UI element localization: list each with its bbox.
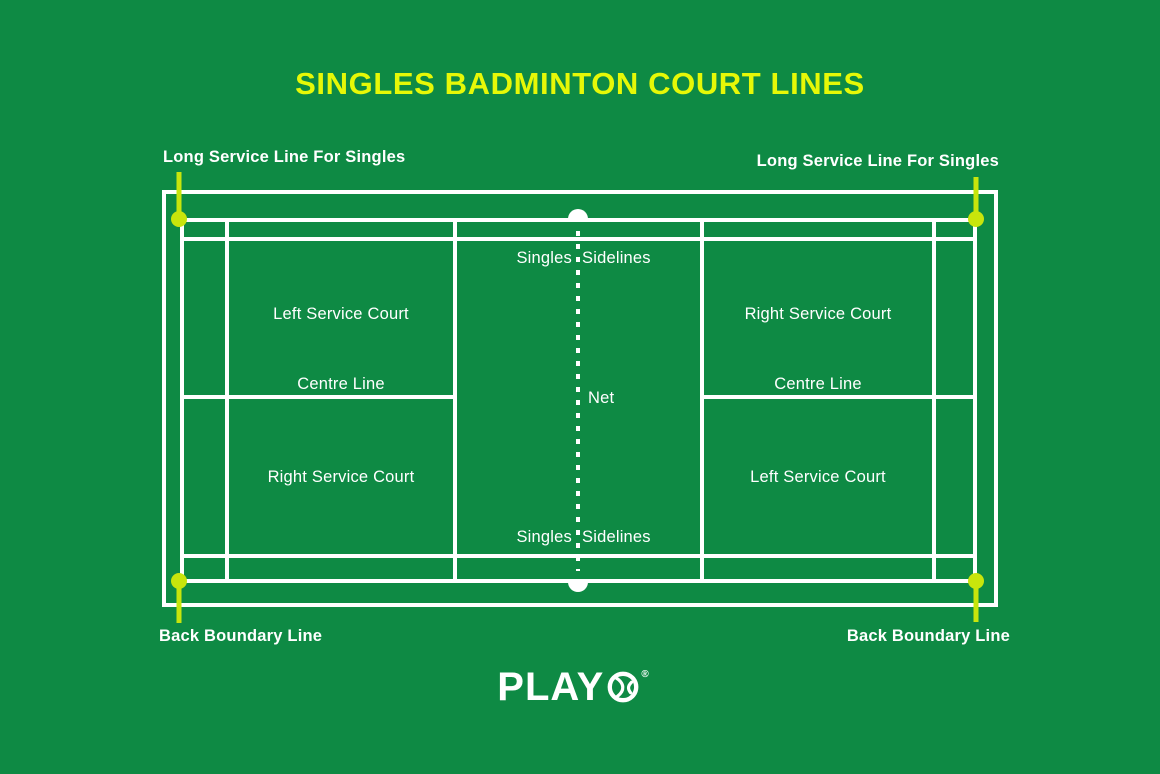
label-back-boundary-bottom-left: Back Boundary Line <box>159 627 323 645</box>
label-right-service-court-upper: Right Service Court <box>744 305 892 323</box>
label-right-service-court-lower: Right Service Court <box>267 468 415 486</box>
court-boundary-line <box>180 218 977 583</box>
label-centre-line-left: Centre Line <box>297 375 385 393</box>
page-title: SINGLES BADMINTON COURT LINES <box>295 66 865 101</box>
outer-frame-line <box>162 190 998 607</box>
label-singles-sidelines-bottom-word2: Sidelines <box>582 528 651 546</box>
label-long-service-line-top-right: Long Service Line For Singles <box>756 152 999 170</box>
label-back-boundary-bottom-right: Back Boundary Line <box>846 627 1010 645</box>
marker-dot-bottom-left <box>171 573 187 589</box>
marker-dot-top-right <box>968 211 984 227</box>
net-post-bottom-icon <box>568 582 588 592</box>
label-left-service-court-lower: Left Service Court <box>750 468 886 486</box>
label-singles-sidelines-top-word2: Sidelines <box>582 249 651 267</box>
playo-logo-text: PLAY <box>497 665 605 709</box>
net <box>568 209 588 592</box>
marker-dot-top-left <box>171 211 187 227</box>
label-singles-sidelines-top-word1: Singles <box>516 249 572 267</box>
callout-markers <box>171 172 984 623</box>
label-long-service-line-top-left: Long Service Line For Singles <box>163 148 406 166</box>
marker-dot-bottom-right <box>968 573 984 589</box>
playo-ball-icon <box>607 671 639 703</box>
registered-mark: ® <box>641 669 649 680</box>
label-left-service-court-upper: Left Service Court <box>273 305 409 323</box>
net-post-top-icon <box>568 209 588 219</box>
label-centre-line-right: Centre Line <box>774 375 862 393</box>
playo-logo: PLAY ® <box>0 667 1153 707</box>
label-net: Net <box>588 389 615 407</box>
label-singles-sidelines-bottom-word1: Singles <box>516 528 572 546</box>
